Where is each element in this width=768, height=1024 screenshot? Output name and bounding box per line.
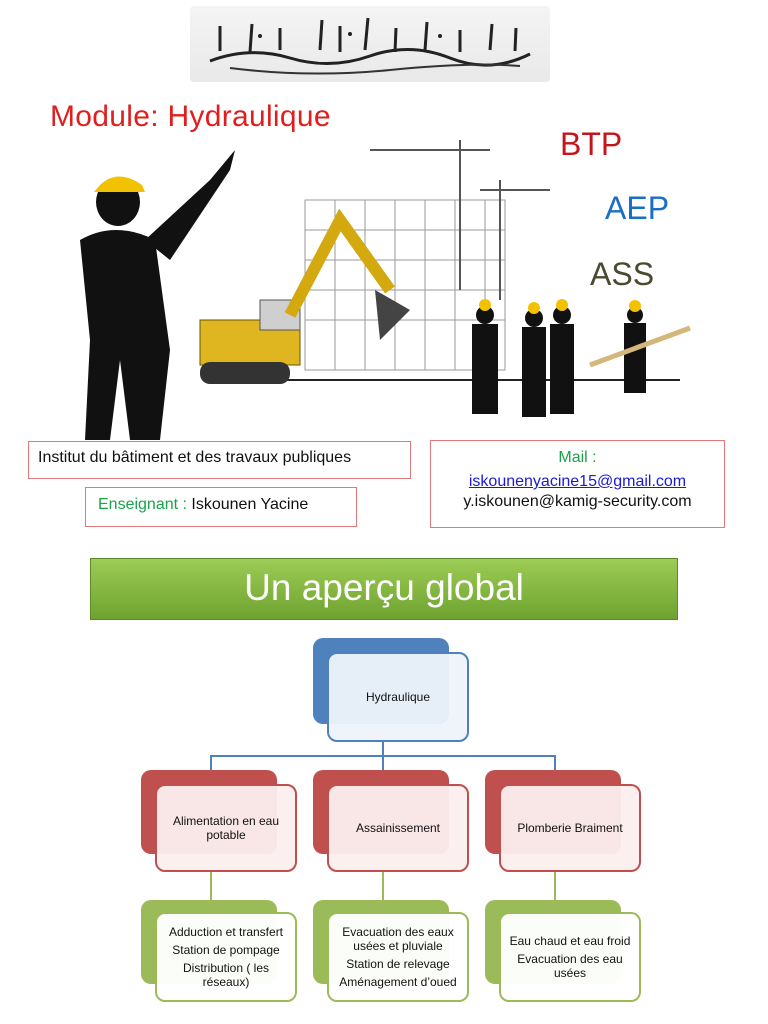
branch-node-aep: Alimentation en eau potable bbox=[141, 770, 299, 874]
leaf-item: Evacuation des eau usées bbox=[517, 952, 623, 980]
module-title: Module: Hydraulique bbox=[50, 100, 331, 133]
leaf-node-ass: Evacuation des eaux usées et pluviale St… bbox=[313, 900, 471, 1004]
workers-group bbox=[472, 299, 691, 417]
mail-label: Mail : bbox=[558, 449, 597, 466]
crane bbox=[370, 140, 550, 300]
tag-btp: BTP bbox=[560, 126, 623, 162]
institute-box: Institut du bâtiment et des travaux publ… bbox=[28, 441, 411, 479]
basmala-calligraphy bbox=[190, 6, 550, 82]
leaf-item: Adduction et transfert bbox=[168, 925, 284, 939]
connector-leaf-2 bbox=[382, 872, 384, 902]
teacher-box: Enseignant : Iskounen Yacine bbox=[85, 487, 357, 527]
teacher-name: Iskounen Yacine bbox=[191, 496, 309, 513]
leaf-item: Station de pompage bbox=[172, 943, 280, 957]
leaf-node-plomberie: Eau chaud et eau froid Evacuation des ea… bbox=[485, 900, 643, 1004]
leaf-list-plomberie: Eau chaud et eau froid Evacuation des ea… bbox=[499, 912, 641, 1002]
leaf-item: Eau chaud et eau froid bbox=[509, 934, 631, 948]
tag-ass: ASS bbox=[590, 256, 655, 292]
email-kamig: y.iskounen@kamig-security.com bbox=[463, 493, 692, 510]
tag-aep: AEP bbox=[605, 190, 670, 226]
leaf-item: Station de relevage bbox=[346, 957, 450, 971]
mail-box: Mail : iskounenyacine15@gmail.com y.isko… bbox=[430, 440, 725, 528]
branch-label-aep: Alimentation en eau potable bbox=[155, 784, 297, 872]
leaf-item: Aménagement d’oued bbox=[339, 975, 457, 989]
leaf-node-aep: Adduction et transfert Station de pompag… bbox=[141, 900, 299, 1004]
connector-root bbox=[382, 740, 384, 756]
connector-leaf-1 bbox=[210, 872, 212, 902]
diagram-root-node: Hydraulique bbox=[313, 638, 473, 744]
branch-node-ass: Assainissement bbox=[313, 770, 471, 874]
overview-banner: Un aperçu global bbox=[90, 558, 678, 620]
pointing-worker bbox=[80, 150, 235, 440]
teacher-label: Enseignant : bbox=[98, 496, 187, 513]
email-link-gmail[interactable]: iskounenyacine15@gmail.com bbox=[468, 473, 687, 490]
building-sketch bbox=[304, 199, 506, 371]
calligraphy-image bbox=[209, 17, 531, 75]
excavator bbox=[199, 208, 410, 384]
leaf-item: Distribution ( les réseaux) bbox=[182, 961, 270, 989]
branch-label-ass: Assainissement bbox=[327, 784, 469, 872]
connector-leaf-3 bbox=[554, 872, 556, 902]
institute-name: Institut du bâtiment et des travaux publ… bbox=[38, 449, 352, 466]
branch-label-plomberie: Plomberie Braiment bbox=[499, 784, 641, 872]
root-label: Hydraulique bbox=[327, 652, 469, 742]
construction-scene-illustration bbox=[80, 140, 691, 440]
leaf-list-aep: Adduction et transfert Station de pompag… bbox=[155, 912, 297, 1002]
branch-node-plomberie: Plomberie Braiment bbox=[485, 770, 643, 874]
leaf-item: Evacuation des eaux usées et pluviale bbox=[342, 925, 454, 953]
leaf-list-ass: Evacuation des eaux usées et pluviale St… bbox=[327, 912, 469, 1002]
